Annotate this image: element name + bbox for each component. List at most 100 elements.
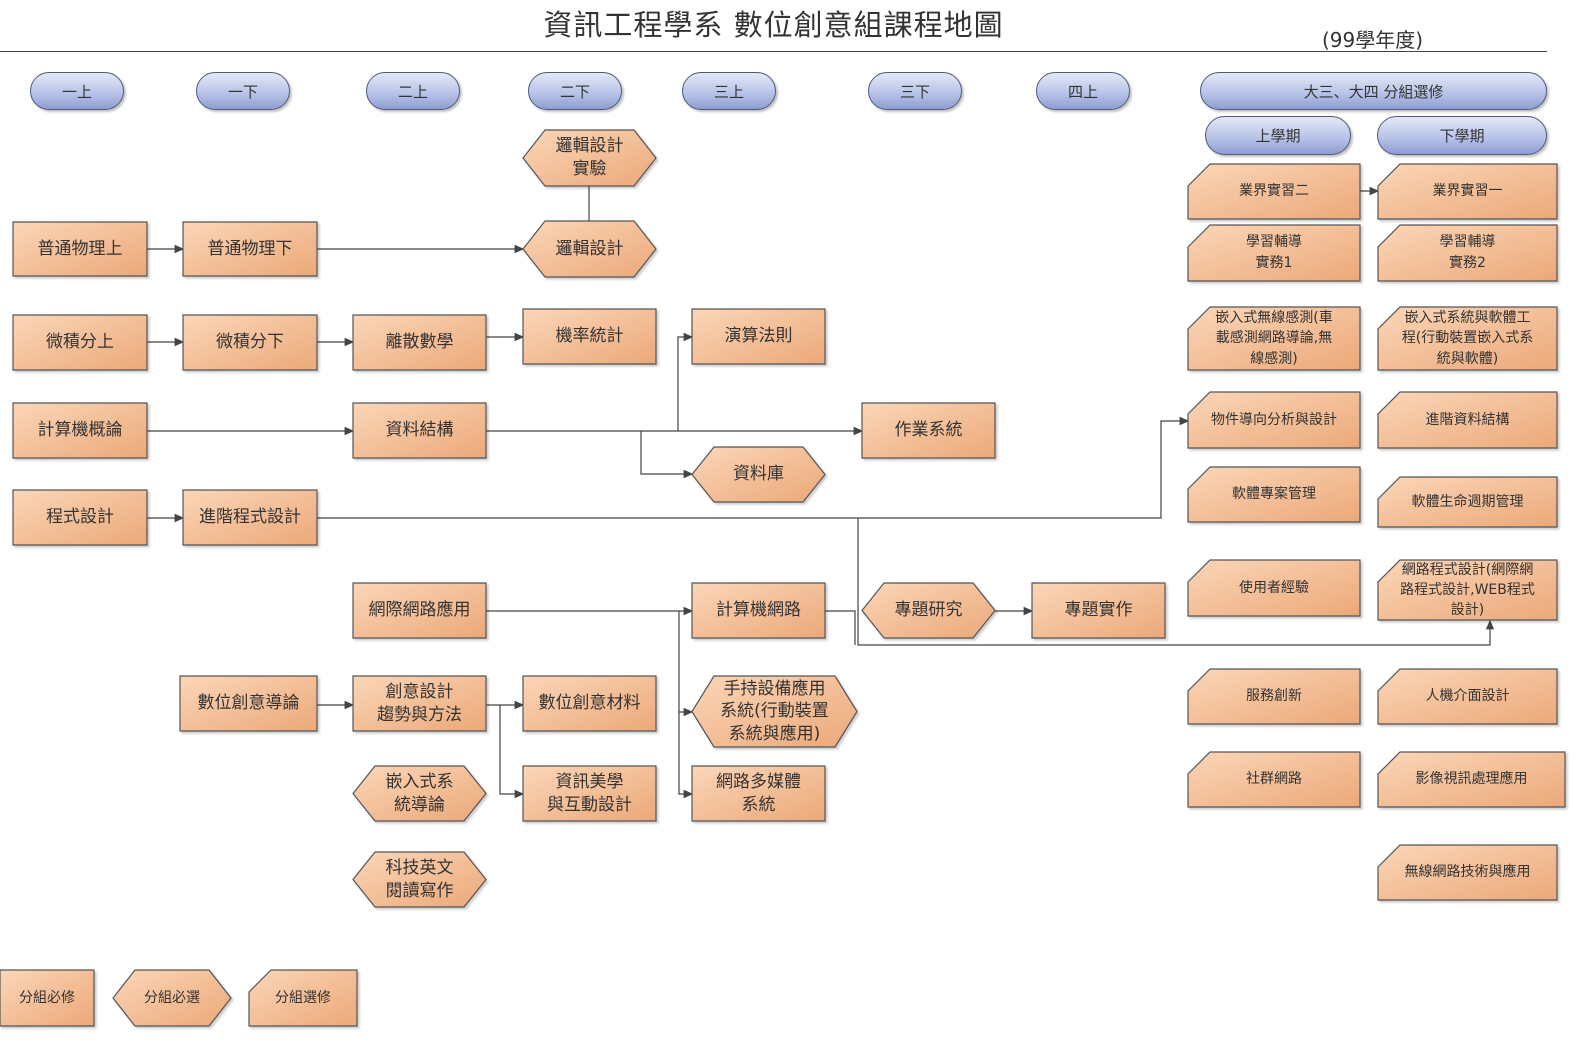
course-label: 影像視訊處理應用: [1415, 771, 1528, 787]
course-logic-lab: 邏輯設計 實驗: [522, 129, 657, 187]
node-shape: [1377, 163, 1558, 220]
node-shape: [182, 221, 318, 277]
elective-fall-item: 物件導向分析與設計: [1187, 391, 1361, 449]
node-shape: [522, 220, 657, 278]
connector: [678, 611, 694, 799]
course-handheld-systems: 手持設備應用 系統(行動裝置 系統與應用): [691, 675, 858, 748]
course-algorithms: 演算法則: [691, 308, 826, 365]
course-label: 專題實作: [1064, 600, 1133, 621]
node-shape: [1377, 391, 1558, 449]
node-shape: [691, 446, 826, 503]
node-shape: [1187, 224, 1361, 282]
course-label: 手持設備應用 系統(行動裝置 系統與應用): [720, 679, 829, 744]
node-shape: [352, 765, 487, 822]
elective-fall-item: 嵌入式無線感測(車 載感測網路導論,無 線感測): [1187, 306, 1361, 371]
node-shape: [691, 582, 826, 639]
course-embedded-intro: 嵌入式系 統導論: [352, 765, 487, 822]
node-shape: [1377, 476, 1558, 528]
course-label: 網際網路應用: [368, 600, 471, 621]
elective-spring-item: 進階資料結構: [1377, 391, 1558, 449]
elective-fall-item: 學習輔導 實務1: [1187, 224, 1361, 282]
course-internet-apps: 網際網路應用: [352, 582, 487, 639]
node-shape: [1377, 751, 1566, 808]
elective-fall-item: 使用者經驗: [1187, 559, 1361, 617]
course-label: 普通物理上: [37, 238, 123, 259]
course-advanced-programming: 進階程式設計: [182, 489, 318, 546]
node-shape: [179, 675, 318, 732]
course-label: 科技英文 閱讀寫作: [385, 857, 454, 901]
course-project-research: 專題研究: [861, 582, 996, 639]
node-shape: [691, 765, 826, 822]
course-label: 嵌入式系統與軟體工 程(行動裝置嵌入式系 統與軟體): [1401, 310, 1534, 367]
node-shape: [1187, 559, 1361, 617]
course-label: 進階資料結構: [1425, 411, 1510, 428]
elective-spring-item: 嵌入式系統與軟體工 程(行動裝置嵌入式系 統與軟體): [1377, 306, 1558, 371]
elective-spring-item: 影像視訊處理應用: [1377, 751, 1566, 808]
node-shape: [12, 221, 148, 277]
node-shape: [112, 969, 232, 1027]
node-shape: [0, 969, 95, 1027]
elective-fall-item: 軟體專案管理: [1187, 466, 1361, 523]
node-shape: [1187, 668, 1361, 725]
node-shape: [691, 308, 826, 365]
node-shape: [1187, 163, 1361, 220]
elective-spring-item: 學習輔導 實務2: [1377, 224, 1558, 282]
course-label: 邏輯設計 實驗: [555, 136, 624, 179]
course-label: 計算機網路: [716, 600, 801, 621]
course-label: 資訊美學 與互動設計: [547, 771, 632, 815]
semester-4-fall: 四上: [1036, 72, 1130, 110]
elective-spring-item: 軟體生命週期管理: [1377, 476, 1558, 528]
node-shape: [1377, 844, 1558, 901]
connector: [317, 416, 1190, 519]
node-shape: [1377, 306, 1558, 371]
course-label: 軟體生命週期管理: [1411, 493, 1524, 510]
course-calculus-1: 微積分上: [12, 314, 148, 371]
semester-1-fall: 一上: [30, 72, 124, 110]
course-label: 資料庫: [733, 464, 784, 485]
course-label: 人機介面設計: [1425, 688, 1510, 704]
course-physics-2: 普通物理下: [182, 221, 318, 277]
node-shape: [182, 314, 318, 371]
course-label: 網路多媒體 系統: [716, 771, 801, 815]
node-shape: [522, 675, 657, 732]
course-computer-networks: 計算機網路: [691, 582, 826, 639]
node-shape: [1187, 751, 1361, 808]
course-label: 嵌入式系 統導論: [385, 771, 454, 815]
node-shape: [861, 402, 996, 459]
node-shape: [691, 675, 858, 748]
course-label: 物件導向分析與設計: [1211, 411, 1337, 428]
course-label: 計算機概論: [37, 420, 123, 441]
course-database: 資料庫: [691, 446, 826, 503]
course-label: 網路程式設計(網際網 路程式設計,WEB程式 設計): [1400, 561, 1535, 619]
legend-label: 分組必選: [144, 989, 200, 1006]
elective-term-spring: 下學期: [1377, 116, 1547, 155]
semester-3-fall: 三上: [682, 72, 776, 110]
course-project-implementation: 專題實作: [1031, 582, 1166, 639]
course-label: 使用者經驗: [1239, 579, 1309, 596]
connector: [499, 705, 525, 799]
node-shape: [1187, 306, 1361, 371]
course-label: 邏輯設計: [555, 238, 624, 259]
course-operating-systems: 作業系統: [861, 402, 996, 459]
connector: [825, 610, 856, 645]
course-label: 專題研究: [894, 600, 963, 621]
node-shape: [1377, 559, 1558, 621]
course-tech-english: 科技英文 閱讀寫作: [352, 851, 487, 908]
course-digital-creativity-intro: 數位創意導論: [179, 675, 318, 732]
course-label: 進階程式設計: [199, 507, 301, 528]
course-label: 服務創新: [1246, 688, 1302, 704]
course-discrete-math: 離散數學: [352, 314, 487, 371]
elective-fall-item: 社群網路: [1187, 751, 1361, 808]
semester-2-fall: 二上: [366, 72, 460, 110]
elective-fall-item: 服務創新: [1187, 668, 1361, 725]
semester-1-spring: 一下: [196, 72, 290, 110]
node-shape: [12, 489, 148, 546]
node-shape: [182, 489, 318, 546]
course-creative-design: 創意設計 趨勢與方法: [352, 675, 487, 732]
course-label: 程式設計: [46, 507, 114, 528]
legend-group-elective: 分組選修: [248, 969, 358, 1027]
node-shape: [352, 402, 487, 459]
course-label: 演算法則: [724, 326, 793, 347]
node-shape: [522, 765, 657, 822]
